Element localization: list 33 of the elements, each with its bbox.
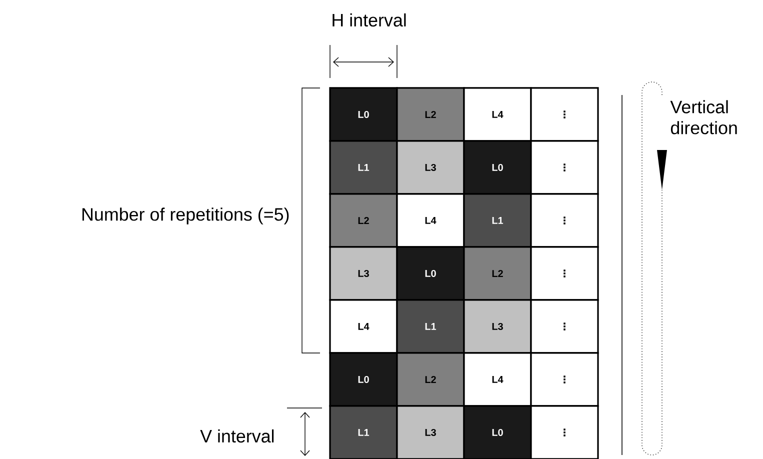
- grid-cell: L0: [329, 87, 398, 142]
- grid-cell: ⋮: [530, 193, 599, 248]
- grid-cell: L3: [329, 246, 398, 301]
- grid-cell: L1: [329, 140, 398, 195]
- label: Vertical direction: [670, 100, 737, 134]
- label: V interval: [200, 429, 274, 443]
- grid-cell: ⋮: [530, 87, 599, 142]
- label: H interval: [332, 13, 406, 27]
- grid-cell: L1: [329, 405, 398, 459]
- grid-cell: L1: [396, 299, 465, 354]
- grid-cell: L4: [329, 299, 398, 354]
- grid-cell: L4: [396, 193, 465, 248]
- grid-cell: L2: [396, 352, 465, 407]
- grid-cell: L3: [396, 140, 465, 195]
- grid-cell: L3: [463, 299, 532, 354]
- grid-cell: L2: [396, 87, 465, 142]
- grid-cell: L0: [396, 246, 465, 301]
- grid-cell: L2: [463, 246, 532, 301]
- grid-cell: L4: [463, 352, 532, 407]
- label: Number of repetitions (=5): [82, 208, 289, 224]
- node-label: L1: [358, 429, 370, 436]
- grid-cell: ⋮: [530, 246, 599, 301]
- grid-cell: ⋮: [530, 405, 599, 459]
- grid-cell: ⋮: [530, 352, 599, 407]
- grid-cell: L0: [329, 352, 398, 407]
- grid-cell: L3: [396, 405, 465, 459]
- grid-cell: ⋮: [530, 299, 599, 354]
- grid-cell: L2: [329, 193, 398, 248]
- grid-cell: ⋮: [530, 140, 599, 195]
- grid-cell: L0: [463, 405, 532, 459]
- grid-cell: L4: [463, 87, 532, 142]
- grid-cell: L1: [463, 193, 532, 248]
- grid-cell: L0: [463, 140, 532, 195]
